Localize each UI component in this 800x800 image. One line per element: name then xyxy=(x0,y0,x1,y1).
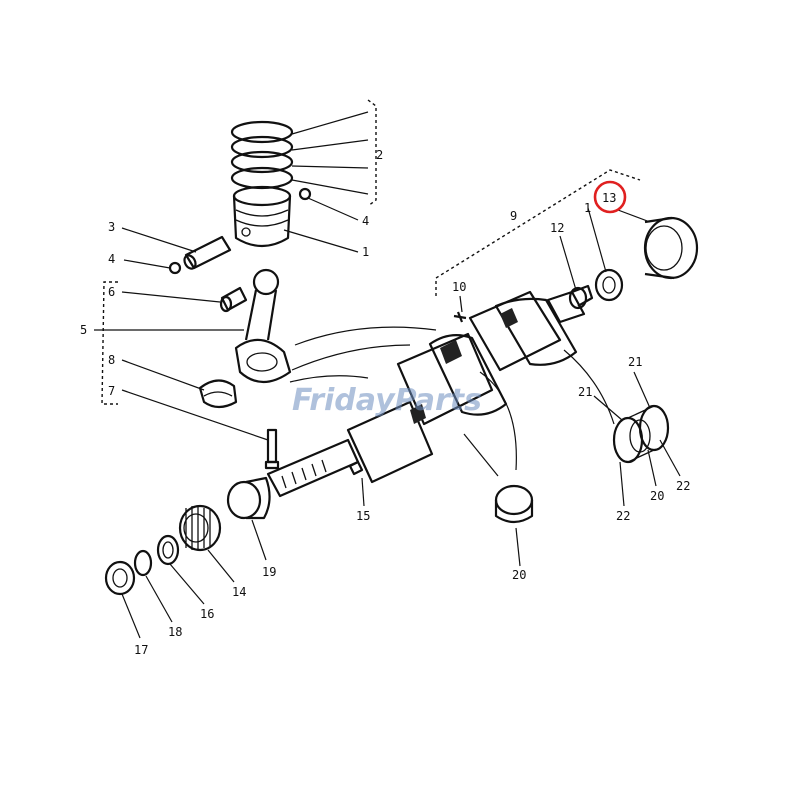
piston xyxy=(232,185,292,248)
rear-seal xyxy=(643,216,699,280)
callout-19: 19 xyxy=(262,565,276,579)
callout-22-left: 22 xyxy=(616,509,630,523)
callout-6: 6 xyxy=(108,285,115,299)
callout-20-center: 20 xyxy=(512,568,526,582)
bracket-9 xyxy=(435,169,641,296)
crank-bolt xyxy=(453,311,467,323)
leader-lines xyxy=(94,111,681,639)
callout-20-right: 20 xyxy=(650,489,664,503)
callout-21-left: 21 xyxy=(578,385,592,399)
highlight-circle xyxy=(593,180,627,214)
callout-14: 14 xyxy=(232,585,246,599)
callout-1-rear: 1 xyxy=(584,201,591,215)
crank-key xyxy=(348,460,364,476)
front-bushing xyxy=(226,476,271,520)
rear-gear xyxy=(594,268,624,302)
bracket-5 xyxy=(101,281,118,405)
callout-8: 8 xyxy=(108,353,115,367)
bracket-2 xyxy=(367,99,377,207)
callout-7: 7 xyxy=(108,384,115,398)
collar xyxy=(156,534,180,566)
callout-22-right: 22 xyxy=(676,479,690,493)
washer xyxy=(133,549,153,577)
callout-2: 2 xyxy=(376,148,383,162)
callout-5: 5 xyxy=(80,323,87,337)
callout-18: 18 xyxy=(168,625,182,639)
crank-gear xyxy=(178,504,222,552)
piston-pin-circlip-lower xyxy=(168,261,182,275)
piston-pin-circlip-upper xyxy=(298,187,312,201)
piston-rings xyxy=(230,120,294,190)
callout-10: 10 xyxy=(452,280,466,294)
watermark-text: FridayParts xyxy=(292,383,482,418)
callout-13: 13 xyxy=(602,191,616,205)
callout-17: 17 xyxy=(134,643,148,657)
callout-12: 12 xyxy=(550,221,564,235)
assembly-arrows xyxy=(289,326,615,477)
callout-3: 3 xyxy=(108,220,115,234)
callout-1-piston: 1 xyxy=(362,245,369,259)
rod-bearing xyxy=(198,379,238,409)
callout-21-right: 21 xyxy=(628,355,642,369)
front-seal xyxy=(104,560,136,596)
callout-15: 15 xyxy=(356,509,370,523)
small-end-bushing xyxy=(219,286,248,313)
callout-16: 16 xyxy=(200,607,214,621)
rod-bolt xyxy=(264,428,280,470)
main-bearing-center xyxy=(494,484,534,524)
callout-4-lower: 4 xyxy=(108,252,115,266)
rear-bearing-set xyxy=(612,404,670,464)
callout-4-upper: 4 xyxy=(362,214,369,228)
connecting-rod xyxy=(234,268,292,384)
callout-9: 9 xyxy=(510,209,517,223)
rear-pin xyxy=(568,284,594,310)
piston-pin xyxy=(183,235,232,270)
